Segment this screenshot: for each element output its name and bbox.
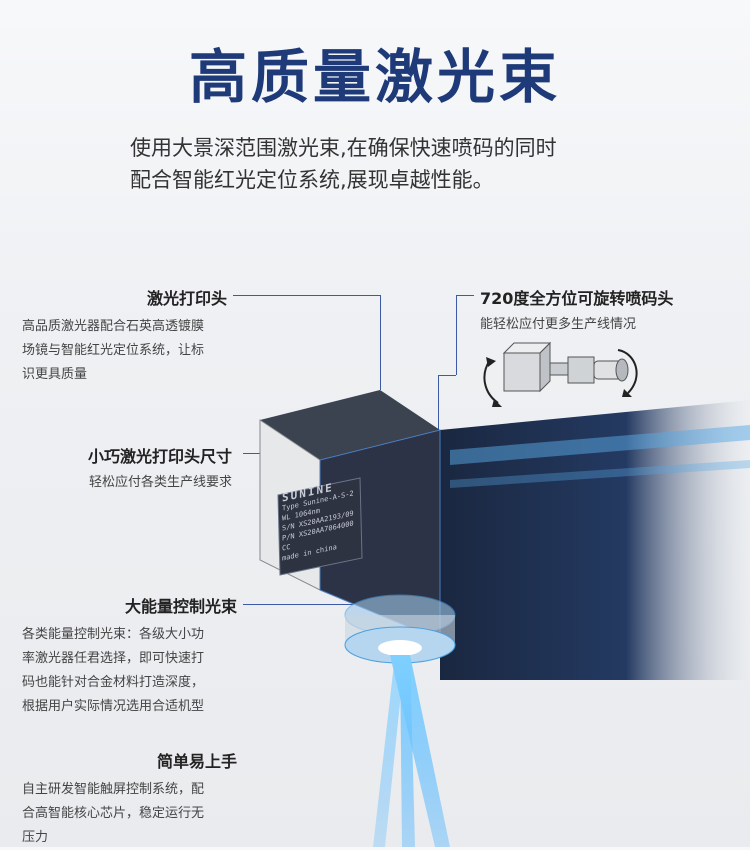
- rotate-head-icon: [483, 341, 638, 407]
- desc-line: 各类能量控制光束：各级大小功: [22, 627, 205, 642]
- leader-rotation-h2: [438, 375, 456, 376]
- leader-compact: [243, 453, 273, 454]
- feature-laser-head-desc: 高品质激光器配合石英高透镀膜 场镜与智能红光定位系统，让标 识更具质量: [22, 315, 227, 387]
- leader-rotation-v2: [438, 375, 439, 435]
- subtitle-line-2: 配合智能红光定位系统,展现卓越性能。: [130, 168, 494, 192]
- leader-beam-control: [243, 604, 353, 605]
- leader-laser-head-v: [380, 295, 381, 390]
- desc-line: 压力: [22, 830, 49, 845]
- feature-easy-desc: 自主研发智能触屏控制系统，配 合高智能核心芯片，稳定运行无 压力: [22, 778, 237, 850]
- feature-beam-control-desc: 各类能量控制光束：各级大小功 率激光器任君选择，即可快速打 码也能针对合金材料打…: [22, 623, 237, 719]
- page-subtitle: 使用大景深范围激光束,在确保快速喷码的同时 配合智能红光定位系统,展现卓越性能。: [130, 132, 650, 196]
- desc-line: 根据用户实际情况选用合适机型: [22, 699, 205, 714]
- leader-rotation-v: [456, 295, 457, 375]
- desc-line: 码也能针对合金材料打造深度，: [22, 675, 205, 690]
- feature-compact-title: 小巧激光打印头尺寸: [87, 447, 232, 466]
- feature-laser-head-title: 激光打印头: [146, 289, 227, 308]
- desc-line: 场镜与智能红光定位系统，让标: [22, 343, 205, 358]
- feature-rotation-desc: 能轻松应付更多生产线情况: [480, 317, 637, 332]
- page-title: 高质量激光束: [188, 43, 561, 111]
- feature-rotation-title: 720度全方位可旋转喷码头: [480, 289, 674, 308]
- head-top: [260, 390, 440, 460]
- subtitle-line-1: 使用大景深范围激光束,在确保快速喷码的同时: [130, 136, 557, 160]
- desc-line: 合高智能核心芯片，稳定运行无: [22, 806, 205, 821]
- desc-line: 高品质激光器配合石英高透镀膜: [22, 319, 205, 334]
- feature-easy-title: 简单易上手: [156, 752, 237, 771]
- leader-rotation: [456, 295, 474, 296]
- laser-head-diagram: [259, 390, 750, 847]
- device-body: [440, 400, 750, 680]
- feature-beam-control: 大能量控制光束 各类能量控制光束：各级大小功 率激光器任君选择，即可快速打 码也…: [22, 593, 237, 719]
- feature-compact: 小巧激光打印头尺寸 轻松应付各类生产线要求: [22, 443, 232, 495]
- feature-beam-control-title: 大能量控制光束: [124, 597, 237, 616]
- desc-line: 率激光器任君选择，即可快速打: [22, 651, 205, 666]
- feature-laser-head: 激光打印头 高品质激光器配合石英高透镀膜 场镜与智能红光定位系统，让标 识更具质…: [22, 285, 227, 387]
- desc-line: 自主研发智能触屏控制系统，配: [22, 782, 205, 797]
- feature-compact-desc: 轻松应付各类生产线要求: [88, 475, 232, 490]
- feature-rotation: 720度全方位可旋转喷码头 能轻松应付更多生产线情况: [480, 285, 740, 337]
- feature-easy: 简单易上手 自主研发智能触屏控制系统，配 合高智能核心芯片，稳定运行无 压力: [22, 748, 237, 850]
- desc-line: 识更具质量: [22, 367, 88, 382]
- leader-laser-head: [233, 295, 381, 296]
